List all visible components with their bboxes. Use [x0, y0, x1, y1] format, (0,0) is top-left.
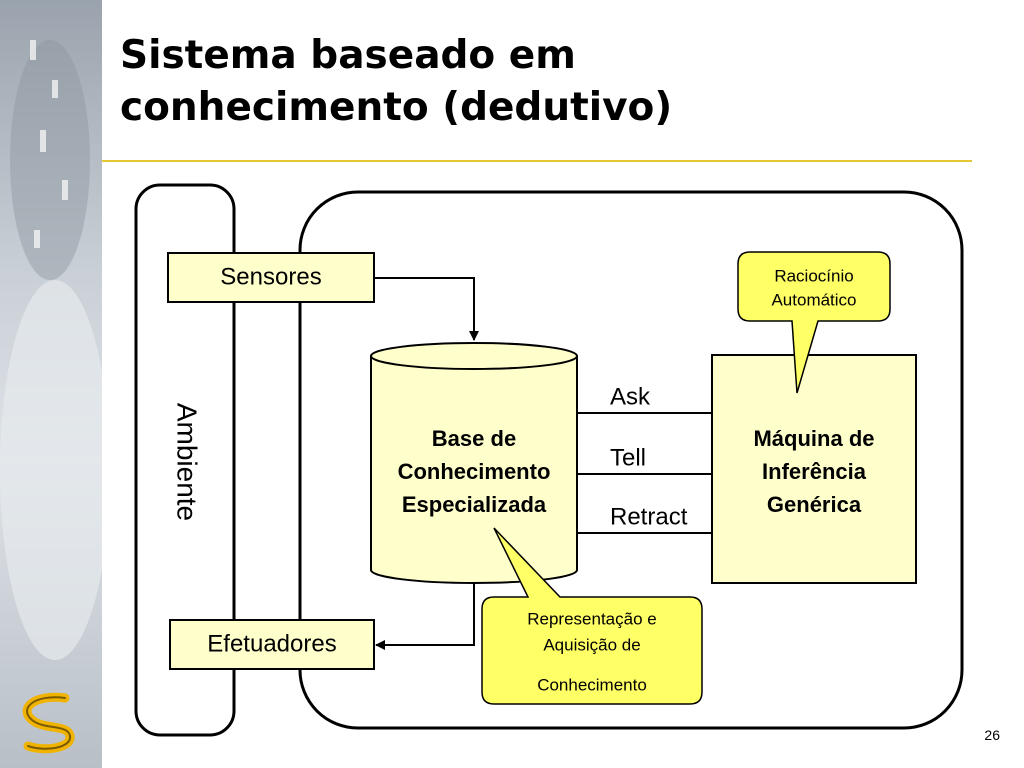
title-line-1: Sistema baseado em [120, 33, 576, 78]
title-line-2: conhecimento (dedutivo) [120, 85, 673, 130]
environment-label: Ambiente [172, 403, 203, 521]
reasoning-callout-line-1: Raciocínio [774, 266, 853, 285]
reasoning-callout [737, 251, 891, 394]
kb-label-line-2: Conhecimento [398, 459, 551, 484]
sensors-label: Sensores [220, 263, 321, 290]
retract-label: Retract [610, 503, 688, 530]
institution-logo [22, 692, 75, 754]
ask-label: Ask [610, 383, 651, 410]
engine-label-line-2: Inferência [762, 459, 867, 484]
slide-title: Sistema baseado em conhecimento (dedutiv… [120, 30, 980, 134]
environment-panel [134, 183, 236, 737]
title-divider [102, 160, 972, 162]
sidebar-decoration [0, 40, 102, 660]
effectors-label: Efetuadores [207, 630, 336, 657]
kb-to-effectors-arrow [375, 583, 475, 650]
reasoning-callout-line-2: Automático [771, 290, 856, 309]
effectors-box [169, 619, 375, 670]
knowledge-base-cylinder [370, 342, 578, 584]
representation-callout-line-1: Representação e [527, 609, 656, 628]
sensors-box [167, 252, 375, 303]
representation-callout [481, 527, 703, 705]
representation-callout-line-3: Conhecimento [537, 675, 647, 694]
page-number: 26 [984, 727, 1000, 743]
kb-label-line-1: Base de [432, 426, 516, 451]
tell-label: Tell [610, 444, 646, 471]
representation-callout-line-2: Aquisição de [543, 635, 640, 654]
engine-label-line-1: Máquina de [753, 426, 874, 451]
inference-engine-box [711, 354, 917, 584]
engine-label-line-3: Genérica [767, 492, 862, 517]
kb-label-line-3: Especializada [402, 492, 547, 517]
sensors-to-kb-arrow [374, 277, 479, 341]
decorative-sidebar [0, 0, 102, 768]
